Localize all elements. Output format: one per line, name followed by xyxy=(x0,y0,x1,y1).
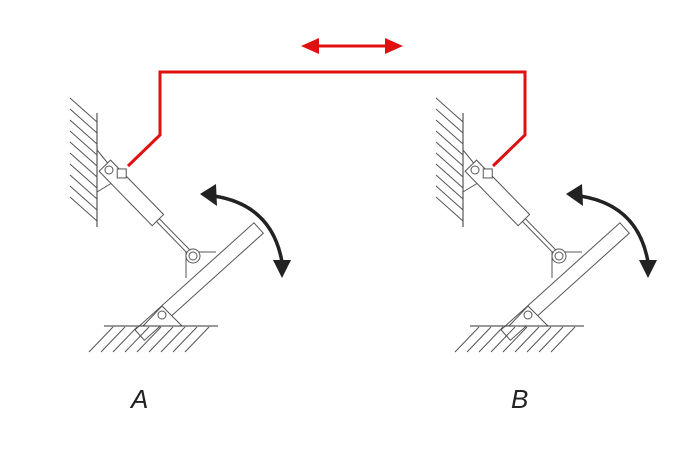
label-b: B xyxy=(511,384,529,414)
double-arrow-icon xyxy=(301,38,403,54)
connecting-link xyxy=(126,70,527,168)
mechanism-b xyxy=(434,96,659,354)
mechanism-a xyxy=(68,96,293,354)
label-a: A xyxy=(131,384,149,414)
